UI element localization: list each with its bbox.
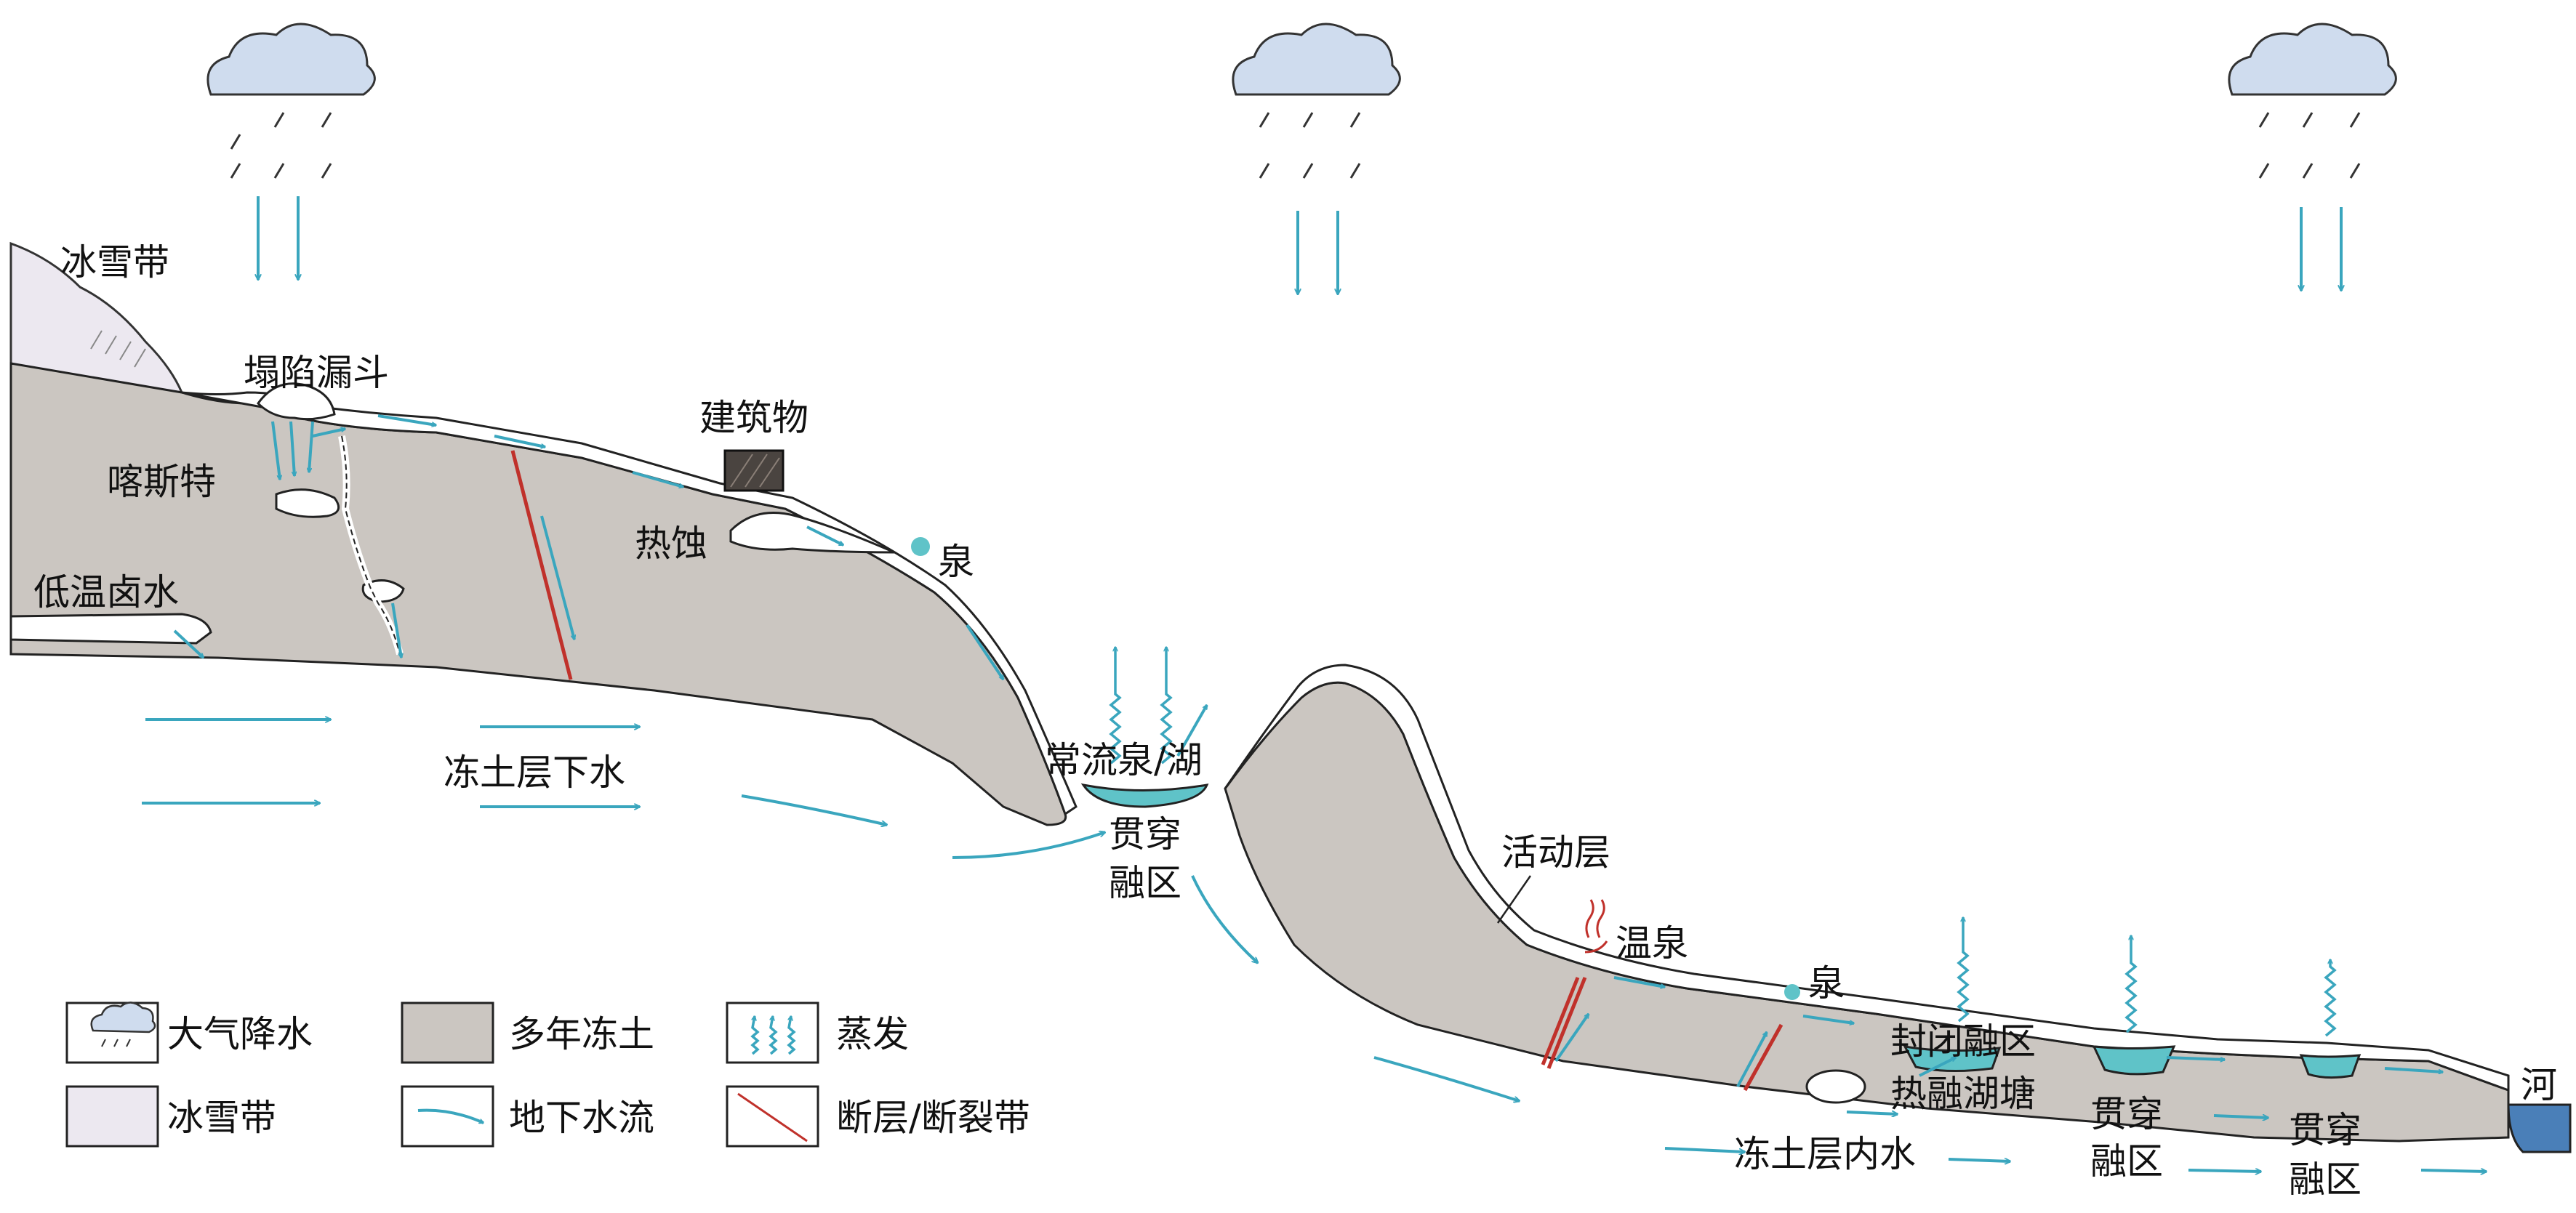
evaporation-icon [2124,935,2138,1033]
legend-item-fault: 断层/断裂带 [726,1085,1030,1148]
thermokarst-flow-arrow [806,525,843,547]
label-thermokarst-pond: 热融湖塘 [1890,1073,2036,1115]
karst-cavity [275,488,340,518]
legend: 大气降水 多年冻土 蒸发 冰雪带 地下水流 断层/断裂带 [65,1002,1030,1148]
collapse-funnel [257,382,336,421]
fault-line-icon [737,1092,808,1143]
evaporation-icon [1109,647,1173,765]
fault-flow-arrow [540,515,574,640]
legend-label-evaporation: 蒸发 [836,1013,909,1055]
legend-item-evaporation: 蒸发 [726,1002,909,1064]
karst-infiltration-flows [271,421,401,658]
intra-permafrost-water-lens [1805,1069,1866,1104]
building-hatching [730,454,780,488]
fault-line-lower [1546,977,1587,1069]
fault-line-lower-2 [1541,977,1580,1065]
active-layer-flows-upper [377,414,1208,757]
label-river: 河 [2521,1064,2557,1106]
label-perennial-spring-lake: 常流泉/湖 [1045,739,1203,781]
legend-item-snow: 冰雪带 [65,1085,276,1148]
snow-zone [9,241,184,394]
spring-dot-upper [911,537,930,556]
evaporation-icon [750,1016,796,1055]
label-building: 建筑物 [699,397,808,439]
fault-line-upper [510,450,573,680]
snow-swatch [65,1085,159,1148]
label-thermokarst: 热蚀 [635,523,707,565]
label-through-talik-b-2: 融区 [2289,1158,2362,1201]
through-talik-a [2092,1045,2176,1076]
fault-flow-arrow-lower [1736,1032,1768,1087]
label-spring-lower: 泉 [1808,962,1845,1004]
label-collapse-funnel: 塌陷漏斗 [244,352,389,394]
legend-label-permafrost: 多年冻土 [509,1013,654,1055]
legend-item-permafrost: 多年冻土 [401,1002,654,1064]
spring-dot-lower [1784,984,1800,1000]
legend-item-precip: 大气降水 [65,1002,313,1064]
river-channel [2507,1103,2572,1153]
through-talik-lake [1080,783,1209,808]
brine-flow-arrow [173,629,204,658]
legend-label-precip: 大气降水 [167,1013,313,1055]
label-low-temp-brine: 低温卤水 [33,571,179,613]
label-spring-upper: 泉 [938,541,974,583]
snow-zone-hatching [90,330,146,368]
legend-label-flow: 地下水流 [509,1097,654,1139]
fault-line-lower-3 [1743,1023,1783,1092]
active-layer-leader-line [1496,875,1532,924]
cloud-rain-icon [1232,23,1401,294]
flow-arrow-icon [417,1108,483,1124]
evaporation-icon [1957,917,1970,1023]
hot-spring-icon [1584,899,1608,954]
evaporation-icon [2324,959,2337,1037]
label-karst: 喀斯特 [107,461,216,503]
label-intra-permafrost-water: 冻土层内水 [1734,1133,1916,1175]
permafrost-swatch [401,1002,494,1064]
label-through-talik-b: 贯穿 [2289,1109,2362,1151]
label-active-layer: 活动层 [1501,831,1610,874]
thermokarst-cavity [729,512,895,554]
karst-channel [338,435,404,656]
label-through-talik-a: 贯穿 [2090,1093,2163,1135]
sub-permafrost-flow-arrows [142,720,2487,1172]
label-through-talik-a-2: 融区 [2090,1140,2163,1182]
fault-flow-arrow-lower-2 [1554,1014,1590,1063]
building-icon [723,449,785,492]
cloud-rain-icon [2228,23,2397,291]
legend-label-fault: 断层/断裂带 [836,1097,1030,1139]
active-layer-flows-lower [1613,976,2443,1077]
label-snow-zone: 冰雪带 [60,241,169,283]
low-temp-brine-lens [9,613,212,645]
cloud-rain-icon [90,1002,156,1033]
through-talik-b [2299,1054,2362,1079]
active-layer-lower [1224,664,2510,1092]
label-through-talik-middle: 贯穿 [1109,813,1181,855]
label-through-talik-middle-2: 融区 [1109,862,1181,904]
label-hot-spring: 温泉 [1616,922,1688,964]
label-closed-talik: 封闭融区 [1890,1020,2036,1063]
legend-label-snow: 冰雪带 [167,1097,276,1139]
label-sub-permafrost-water: 冻土层下水 [444,751,625,794]
cloud-rain-icon [206,23,376,280]
legend-item-flow: 地下水流 [401,1085,654,1148]
